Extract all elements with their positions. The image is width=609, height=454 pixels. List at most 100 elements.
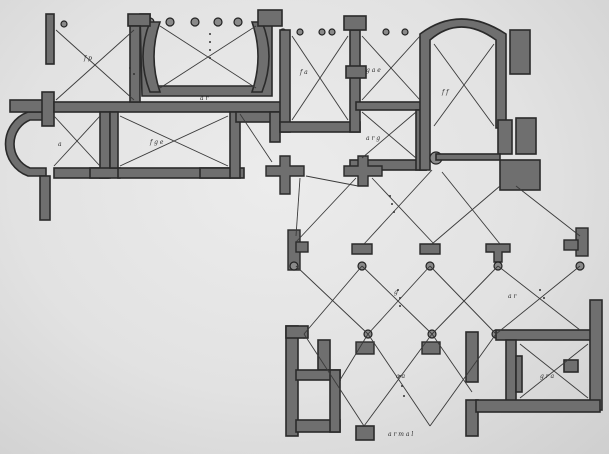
central-south-wall: [279, 121, 361, 133]
column: [165, 17, 175, 27]
room-south-wall-2: [199, 167, 245, 179]
chapel-east-wall: [329, 369, 341, 433]
mid-horizontal-wall: [53, 101, 285, 113]
pier: [351, 243, 373, 255]
west-apse: [4, 111, 47, 177]
vault-rib: [119, 115, 229, 167]
vault-rib: [441, 171, 501, 245]
pier: [485, 243, 511, 263]
central-link: [355, 101, 423, 111]
label-room-oval: a r: [200, 95, 209, 102]
west-north-wall: [45, 13, 55, 65]
vault-rib: [295, 265, 369, 335]
vault-rib: [433, 43, 495, 127]
vault-rib: [367, 265, 431, 335]
pier: [563, 239, 579, 251]
se-corner-block: [499, 159, 541, 191]
vault-rib: [429, 333, 497, 427]
label-nave-mid: g: [394, 289, 398, 296]
vault-rib: [367, 333, 431, 427]
vault-rib: [303, 265, 363, 335]
vault-rib: [431, 185, 501, 245]
vault-rib: [291, 35, 349, 121]
label-apse: a: [58, 141, 62, 148]
pier-cross: [265, 155, 305, 195]
bottom-pier: [355, 425, 375, 441]
south-east-room: [475, 299, 603, 413]
vault-rib: [339, 333, 369, 381]
bottom-pier-3: [465, 399, 479, 437]
room-side-wall: [109, 111, 119, 169]
se-room-east: [589, 299, 603, 411]
vault-rib: [303, 333, 365, 427]
central-ne-pier: [343, 15, 367, 31]
vault-rib: [431, 265, 499, 335]
vault-rib: [519, 343, 589, 399]
se-room-inner: [515, 355, 523, 393]
label-bottom-row: a r m a l: [388, 431, 413, 438]
central-west-wall: [279, 29, 291, 133]
pier-cross: [343, 155, 383, 187]
pier: [419, 243, 441, 255]
label-room-south-east: a r g: [366, 135, 380, 142]
column: [401, 28, 409, 36]
vault-rib: [515, 185, 581, 237]
central-mid-pier: [345, 65, 367, 79]
ne-east-pier: [497, 119, 513, 155]
vault-rib: [361, 111, 417, 159]
central-east-wall: [349, 29, 361, 133]
label-room-north-east: g a e: [366, 67, 381, 74]
bottom-pier-2: [465, 331, 479, 383]
column: [233, 17, 243, 27]
vault-rib: [295, 177, 357, 243]
vault-lines: [53, 25, 589, 427]
vault-rib: [159, 25, 257, 89]
column: [318, 28, 326, 36]
vault-rib: [305, 175, 359, 187]
middle-pier-row: [265, 155, 383, 195]
central-block-walls: [279, 15, 427, 171]
vault-rib: [431, 333, 473, 393]
label-room-mid: f a: [299, 69, 308, 76]
chapel-top-wall: [285, 325, 309, 339]
vault-rib: [363, 169, 433, 245]
column: [382, 28, 390, 36]
se-room-top: [495, 329, 601, 341]
label-nave-top: a r: [508, 293, 517, 300]
vault-rib: [361, 265, 433, 335]
label-room-court: f f: [441, 89, 450, 96]
room-labels: a f p f g e a r f a g a e f f a r g a r …: [58, 55, 555, 438]
column: [190, 17, 200, 27]
apse-passage: [39, 175, 51, 221]
south-west-chapel: [285, 325, 479, 441]
chapel-pier: [317, 339, 331, 371]
label-chapel: g r a: [540, 373, 555, 380]
ne-outer-tower: [509, 29, 531, 75]
oval-east-curve: [250, 21, 270, 93]
vault-rib: [363, 333, 433, 427]
vault-rib: [429, 265, 497, 335]
annotation-dots: [129, 33, 545, 397]
vault-rib: [371, 177, 435, 245]
oval-west-curve: [142, 21, 162, 93]
ne-outer-pier: [515, 117, 537, 155]
column: [213, 17, 223, 27]
vault-rib: [495, 265, 581, 335]
column: [296, 28, 304, 36]
column: [289, 261, 299, 271]
vault-rib: [239, 113, 273, 163]
column: [328, 28, 336, 36]
short-pier: [269, 111, 281, 143]
vault-rib: [53, 115, 101, 167]
pier: [355, 341, 375, 355]
vault-rib: [497, 265, 581, 331]
oval-west-wall: [129, 25, 141, 103]
label-room-south-west: f g e: [149, 139, 164, 146]
west-pier: [41, 91, 55, 127]
vault-rib: [55, 29, 135, 101]
oval-room-wall: [139, 13, 273, 97]
room-east-wall: [229, 111, 241, 179]
oval-nw-pier: [127, 13, 151, 27]
